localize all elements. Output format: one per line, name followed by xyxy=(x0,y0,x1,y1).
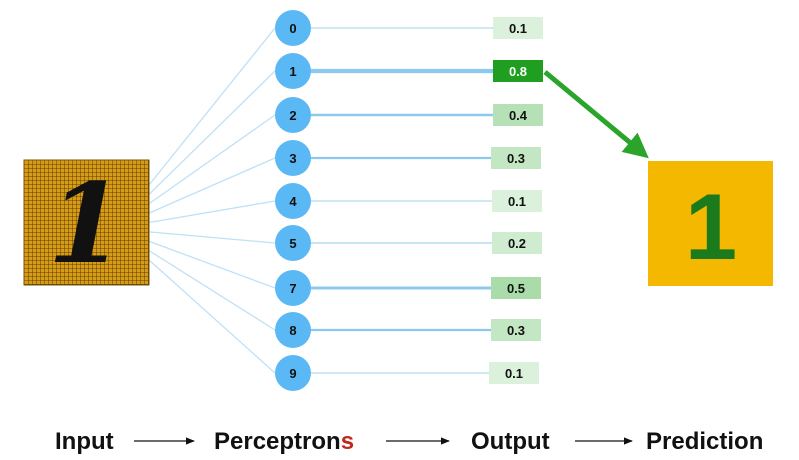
input-edge xyxy=(148,200,276,224)
input-edge xyxy=(148,240,276,289)
input-edge xyxy=(148,259,276,374)
output-box-fill xyxy=(493,104,543,126)
input-edge xyxy=(148,231,276,244)
prediction-box: 1 xyxy=(648,161,773,286)
node-circle xyxy=(275,183,311,219)
node-circle xyxy=(275,10,311,46)
perceptron-node: 4 xyxy=(275,183,311,219)
output-box-fill xyxy=(491,319,541,341)
perceptron-node: 5 xyxy=(275,225,311,261)
node-circle xyxy=(275,140,311,176)
output-box-winner: 0.8 xyxy=(493,60,543,82)
output-box-fill xyxy=(493,17,543,39)
node-label: 8 xyxy=(289,323,296,338)
output-edges xyxy=(311,27,493,374)
perceptron-node: 2 xyxy=(275,97,311,133)
perceptrons-label-suffix: s xyxy=(341,428,354,455)
output-box: 0.1 xyxy=(489,362,539,384)
output-value: 0.3 xyxy=(507,323,525,338)
perceptron-node: 3 xyxy=(275,140,311,176)
perceptron-node: 1 xyxy=(275,53,311,89)
node-label: 2 xyxy=(289,108,296,123)
node-circle xyxy=(275,270,311,306)
output-value: 0.2 xyxy=(508,236,526,251)
output-box: 0.4 xyxy=(493,104,543,126)
node-label: 4 xyxy=(289,194,297,209)
input-label: Input xyxy=(55,428,114,455)
output-value: 0.3 xyxy=(507,151,525,166)
input-digit: 1 xyxy=(48,159,125,288)
node-circle xyxy=(275,355,311,391)
output-box-fill xyxy=(489,362,539,384)
output-value: 0.5 xyxy=(507,281,525,296)
output-value: 0.1 xyxy=(508,194,526,209)
output-box: 0.5 xyxy=(491,277,541,299)
pipeline-caption: Input Perceptrons Output Prediction xyxy=(55,428,763,455)
node-label: 1 xyxy=(289,64,296,79)
node-label: 9 xyxy=(289,366,296,381)
output-value: 0.8 xyxy=(509,64,527,79)
input-edge xyxy=(148,250,276,331)
perceptron-node: 0 xyxy=(275,10,311,46)
input-edge xyxy=(148,70,276,195)
prediction-digit: 1 xyxy=(685,174,737,279)
node-circle xyxy=(275,225,311,261)
node-label: 3 xyxy=(289,151,296,166)
input-edge xyxy=(148,114,276,205)
node-label: 0 xyxy=(289,21,296,36)
output-value: 0.1 xyxy=(505,366,523,381)
input-edges xyxy=(148,27,276,374)
output-value: 0.1 xyxy=(509,21,527,36)
output-box-fill xyxy=(491,277,541,299)
output-box: 0.1 xyxy=(493,17,543,39)
perceptron-node: 8 xyxy=(275,312,311,348)
input-image: 1 xyxy=(23,159,150,288)
output-box: 0.3 xyxy=(491,147,541,169)
output-box: 0.2 xyxy=(492,232,542,254)
node-circle xyxy=(275,312,311,348)
node-label: 7 xyxy=(289,281,296,296)
output-layer: 0.1 0.8 0.4 0.3 0.1 0.2 0.5 0.3 0.1 xyxy=(489,17,543,384)
output-box-fill xyxy=(491,147,541,169)
node-circle xyxy=(275,97,311,133)
perceptrons-label: Perceptrons xyxy=(214,428,354,455)
perceptrons-label-main: Perceptron xyxy=(214,428,341,455)
winner-arrow xyxy=(543,70,649,159)
prediction-label: Prediction xyxy=(646,428,763,455)
output-box-fill xyxy=(492,232,542,254)
output-box: 0.1 xyxy=(492,190,542,212)
output-value: 0.4 xyxy=(509,108,528,123)
output-label: Output xyxy=(471,428,550,455)
node-label: 5 xyxy=(289,236,296,251)
output-box: 0.3 xyxy=(491,319,541,341)
perceptron-layer: 0 1 2 3 4 5 7 8 9 xyxy=(275,10,311,391)
node-circle xyxy=(275,53,311,89)
output-box-fill xyxy=(492,190,542,212)
output-box-fill xyxy=(493,60,543,82)
input-edge xyxy=(148,157,276,214)
perceptron-node: 9 xyxy=(275,355,311,391)
perceptron-node: 7 xyxy=(275,270,311,306)
input-edge xyxy=(148,27,276,186)
